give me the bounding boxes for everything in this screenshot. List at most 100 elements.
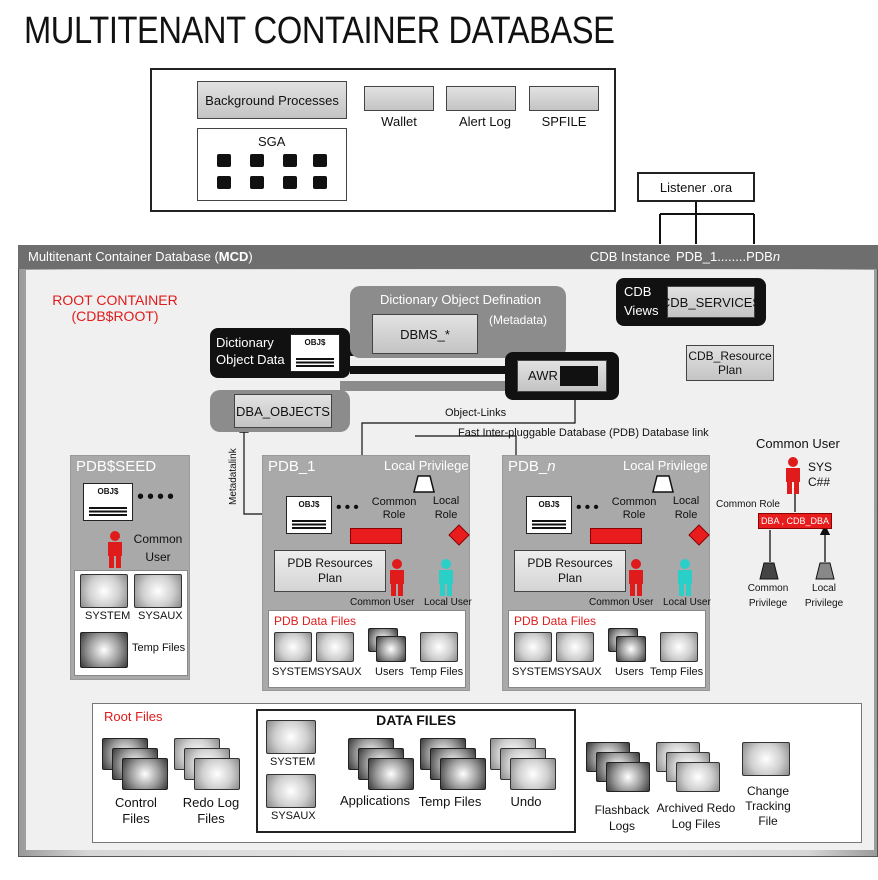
dictionary-definition-label: Dictionary Object Defination: [380, 292, 542, 307]
pdb-1-system-label: SYSTEM: [272, 666, 318, 678]
dba-role-badge: DBA , CDB_DBA: [758, 513, 832, 529]
objs-icon: OBJ$: [290, 334, 340, 372]
control-file-icon-3: [122, 758, 168, 790]
root-files-title: Root Files: [104, 709, 163, 724]
archived-redo-label: Archived Redo Log Files: [656, 801, 736, 831]
pdb-seed-title: PDB$SEED: [76, 458, 157, 475]
pdb-n-local-privilege: Local Privilege: [623, 458, 708, 473]
pdb-n-resources-plan: PDB Resources Plan: [514, 550, 626, 592]
change-tracking-icon: [742, 742, 790, 776]
control-files-label: Control Files: [115, 795, 157, 826]
root-container-label: ROOT CONTAINER(CDB$ROOT): [52, 292, 178, 324]
pdb-n-sysaux-label: SYSAUX: [557, 666, 602, 678]
metadatalink-label: Metadatalink: [228, 448, 239, 505]
dba-objects-box: DBA_OBJECTS: [234, 394, 332, 428]
cdb-views-label: CDB Views: [624, 284, 659, 318]
pdb-n-local-user-label: Local User: [663, 597, 711, 608]
root-system-label: SYSTEM: [270, 756, 316, 768]
pdb-1-local-privilege: Local Privilege: [384, 458, 469, 473]
dbms-box: DBMS_*: [372, 314, 478, 354]
pdb-n-users-icon: [616, 636, 646, 662]
spfile-box: [529, 86, 599, 111]
pdb-1-common-role: Common Role: [371, 496, 417, 521]
cdb-instance-label: CDB Instance: [590, 249, 671, 264]
seed-system-icon: [80, 574, 128, 608]
background-processes-box: Background Processes: [197, 81, 347, 119]
object-links-label: Object-Links: [445, 407, 507, 419]
spfile-label: SPFILE: [541, 114, 587, 129]
seed-sysaux-icon: [134, 574, 182, 608]
pdb-n-system-icon: [514, 632, 552, 662]
pdb-n-sysaux-icon: [556, 632, 594, 662]
pdb-1-temp-icon: [420, 632, 458, 662]
sys-label: SYS: [808, 460, 833, 474]
fast-link-label: Fast Inter-pluggable Database (PDB) Data…: [458, 427, 709, 439]
seed-dots: ••••: [137, 486, 178, 508]
pdb-n-temp-icon: [660, 632, 698, 662]
pdb-1-system-icon: [274, 632, 312, 662]
common-privilege-icon: [759, 562, 779, 580]
local-privilege-label: Local Privilege: [804, 583, 844, 609]
pdb-n-common-role: Common Role: [611, 496, 657, 521]
redo-file-icon-3: [194, 758, 240, 790]
pdb-1-local-role-diamond: [448, 524, 470, 546]
undo-label: Undo: [510, 794, 542, 809]
pdb-1-objs-icon: OBJ$: [286, 496, 332, 534]
pdb-n-local-role: Local Role: [672, 495, 700, 521]
seed-common-user-label: Common User: [133, 532, 183, 564]
cdb-resource-plan-box: CDB_Resource Plan: [686, 345, 774, 381]
awr-block: [560, 366, 598, 386]
wallet-box: [364, 86, 434, 111]
seed-objs-icon: OBJ$: [83, 483, 133, 521]
pdb-n-local-role-diamond: [688, 524, 710, 546]
pdb-n-common-user-icon: [627, 558, 645, 596]
seed-common-user-icon: [106, 530, 124, 568]
flashback-icon-3: [606, 762, 650, 792]
pdb-1-local-role: Local Role: [432, 495, 460, 521]
pdb-1-local-user-label: Local User: [424, 597, 472, 608]
seed-system-label: SYSTEM: [85, 610, 131, 622]
pdb-1-dots: •••: [336, 499, 362, 516]
pdb-1-common-user-icon: [388, 558, 406, 596]
pdb-n-common-user-label: Common User: [589, 597, 654, 608]
metadata-label: (Metadata): [489, 313, 548, 327]
root-system-icon: [266, 720, 316, 754]
pdb-1-sysaux-label: SYSAUX: [317, 666, 362, 678]
pdb-1-local-user-icon: [437, 558, 455, 596]
common-user-title: Common User: [756, 436, 840, 451]
data-files-title: DATA FILES: [376, 712, 456, 728]
pdb-1-users-label: Users: [375, 666, 404, 678]
seed-temp-label: Temp Files: [132, 642, 186, 654]
pdb-1-users-icon: [376, 636, 406, 662]
archived-icon-3: [676, 762, 720, 792]
common-role-label: Common Role: [716, 499, 780, 510]
change-tracking-label: Change Tracking File: [745, 784, 791, 828]
pdb-n-local-user-icon: [676, 558, 694, 596]
common-privilege-label: Common Privilege: [747, 583, 789, 609]
applications-icon-3: [368, 758, 414, 790]
page-title: MULTITENANT CONTAINER DATABASE: [24, 10, 615, 52]
dictionary-data-label: Dictionary Object Data: [216, 335, 285, 367]
seed-temp-icon: [80, 632, 128, 668]
pdb-1-temp-label: Temp Files: [410, 666, 464, 678]
root-sysaux-icon: [266, 774, 316, 808]
pdb-n-privilege-icon: [652, 474, 674, 494]
wallet-label: Wallet: [381, 114, 417, 129]
pdb-1-common-user-label: Common User: [350, 597, 415, 608]
listener-box: Listener .ora: [637, 172, 755, 202]
pdb-n-users-label: Users: [615, 666, 644, 678]
pdb-n-data-files-title: PDB Data Files: [514, 614, 597, 628]
root-sysaux-label: SYSAUX: [271, 810, 316, 822]
cdb-services-box: CDB_SERVICES: [661, 286, 761, 318]
flashback-logs-label: Flashback Logs: [594, 803, 650, 833]
pdb-n-system-label: SYSTEM: [512, 666, 558, 678]
sga-label: SGA: [258, 134, 286, 149]
pdb-n-dots: •••: [576, 499, 602, 516]
pdb-1-sysaux-icon: [316, 632, 354, 662]
undo-icon-3: [510, 758, 556, 790]
alert-log-box: [446, 86, 516, 111]
local-privilege-icon: [815, 562, 835, 580]
sys-user-icon: [784, 456, 802, 494]
pdb-range-label: PDB_1........PDBn: [676, 249, 781, 264]
pdb-1-privilege-icon: [413, 474, 435, 494]
